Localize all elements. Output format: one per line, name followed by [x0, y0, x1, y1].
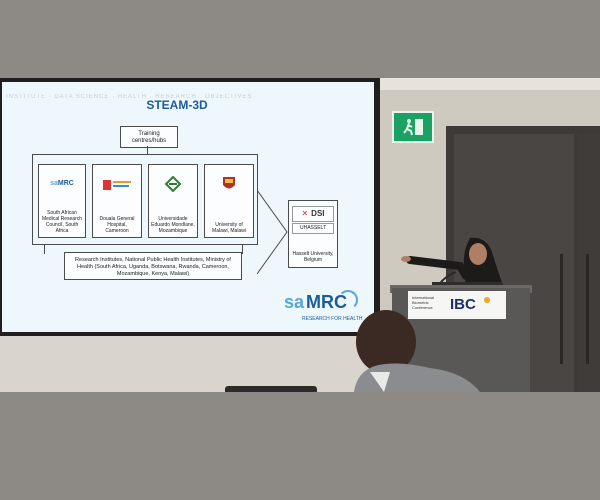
partner-label: Universidade Eduardo Mondlane, Mozambiqu… [151, 216, 195, 234]
uhasselt-logo-text: UHASSELT [292, 223, 334, 234]
door-right [578, 134, 600, 392]
footer-logo-tagline: RESEARCH FOR HEALTH [302, 316, 363, 322]
presentation-slide: INSTITUTE · DATA SCIENCE · HEALTH · RESE… [2, 82, 374, 332]
projection-screen: INSTITUTE · DATA SCIENCE · HEALTH · RESE… [0, 78, 380, 336]
audience-member [354, 310, 480, 392]
partner-label: University of Malawi, Malawi [212, 222, 246, 234]
partner-box-uem: Universidade Eduardo Mondlane, Mozambiqu… [148, 164, 198, 238]
malawi-crest-icon [211, 175, 247, 193]
connector-line [242, 244, 243, 254]
partner-label: Douala General Hospital, Cameroon [99, 216, 135, 234]
connector-line [44, 244, 45, 254]
hub-box: Training centres/hubs [120, 126, 178, 148]
footer-logo-sa: sa [284, 292, 305, 312]
podium-small-text: International Biometric Conference [412, 295, 435, 310]
partner-label: South African Medical Research Council, … [41, 210, 83, 234]
dsi-logo-text: DSI [311, 209, 325, 218]
podium-brand: IBC [450, 296, 476, 313]
door-handle-right [586, 254, 589, 364]
podium-logo-dot-icon [484, 297, 490, 303]
door-handle [560, 254, 563, 364]
partner-box-malawi: University of Malawi, Malawi [204, 164, 254, 238]
slide-faint-header: INSTITUTE · DATA SCIENCE · HEALTH · RESE… [6, 94, 253, 100]
dsi-logo-icon: ✕DSI [292, 206, 334, 222]
connector-line [32, 154, 258, 155]
podium-sign: International Biometric Conference IBC [408, 291, 506, 319]
hasselt-label: Hasselt University, Belgium [292, 251, 334, 263]
uem-logo-icon [155, 175, 191, 193]
top-border-band [0, 0, 600, 78]
research-institutes-box: Research Institutes, National Public Hea… [64, 252, 242, 280]
samrc-arc-icon [338, 290, 358, 310]
footer-logo-mrc: MRC [306, 292, 348, 312]
connector-line [32, 244, 258, 245]
hasselt-box: ✕DSI UHASSELT Hasselt University, Belgiu… [288, 200, 338, 268]
hub-box-label: Training centres/hubs [131, 131, 167, 144]
arrow-to-hasselt [257, 190, 288, 275]
slide-title: STEAM-3D [146, 98, 208, 112]
bottom-border-band [0, 392, 600, 500]
conference-photo: INSTITUTE · DATA SCIENCE · HEALTH · RESE… [0, 78, 600, 392]
audience-seat [225, 386, 317, 392]
connector-line [32, 154, 33, 244]
connector-line [257, 154, 258, 244]
connector-line [147, 146, 148, 154]
research-box-label: Research Institutes, National Public Hea… [75, 257, 231, 277]
ceiling-strip [376, 78, 600, 90]
hospital-logo-icon [99, 175, 135, 193]
exit-sign-icon [392, 111, 434, 143]
partner-box-douala: Douala General Hospital, Cameroon [92, 164, 142, 238]
